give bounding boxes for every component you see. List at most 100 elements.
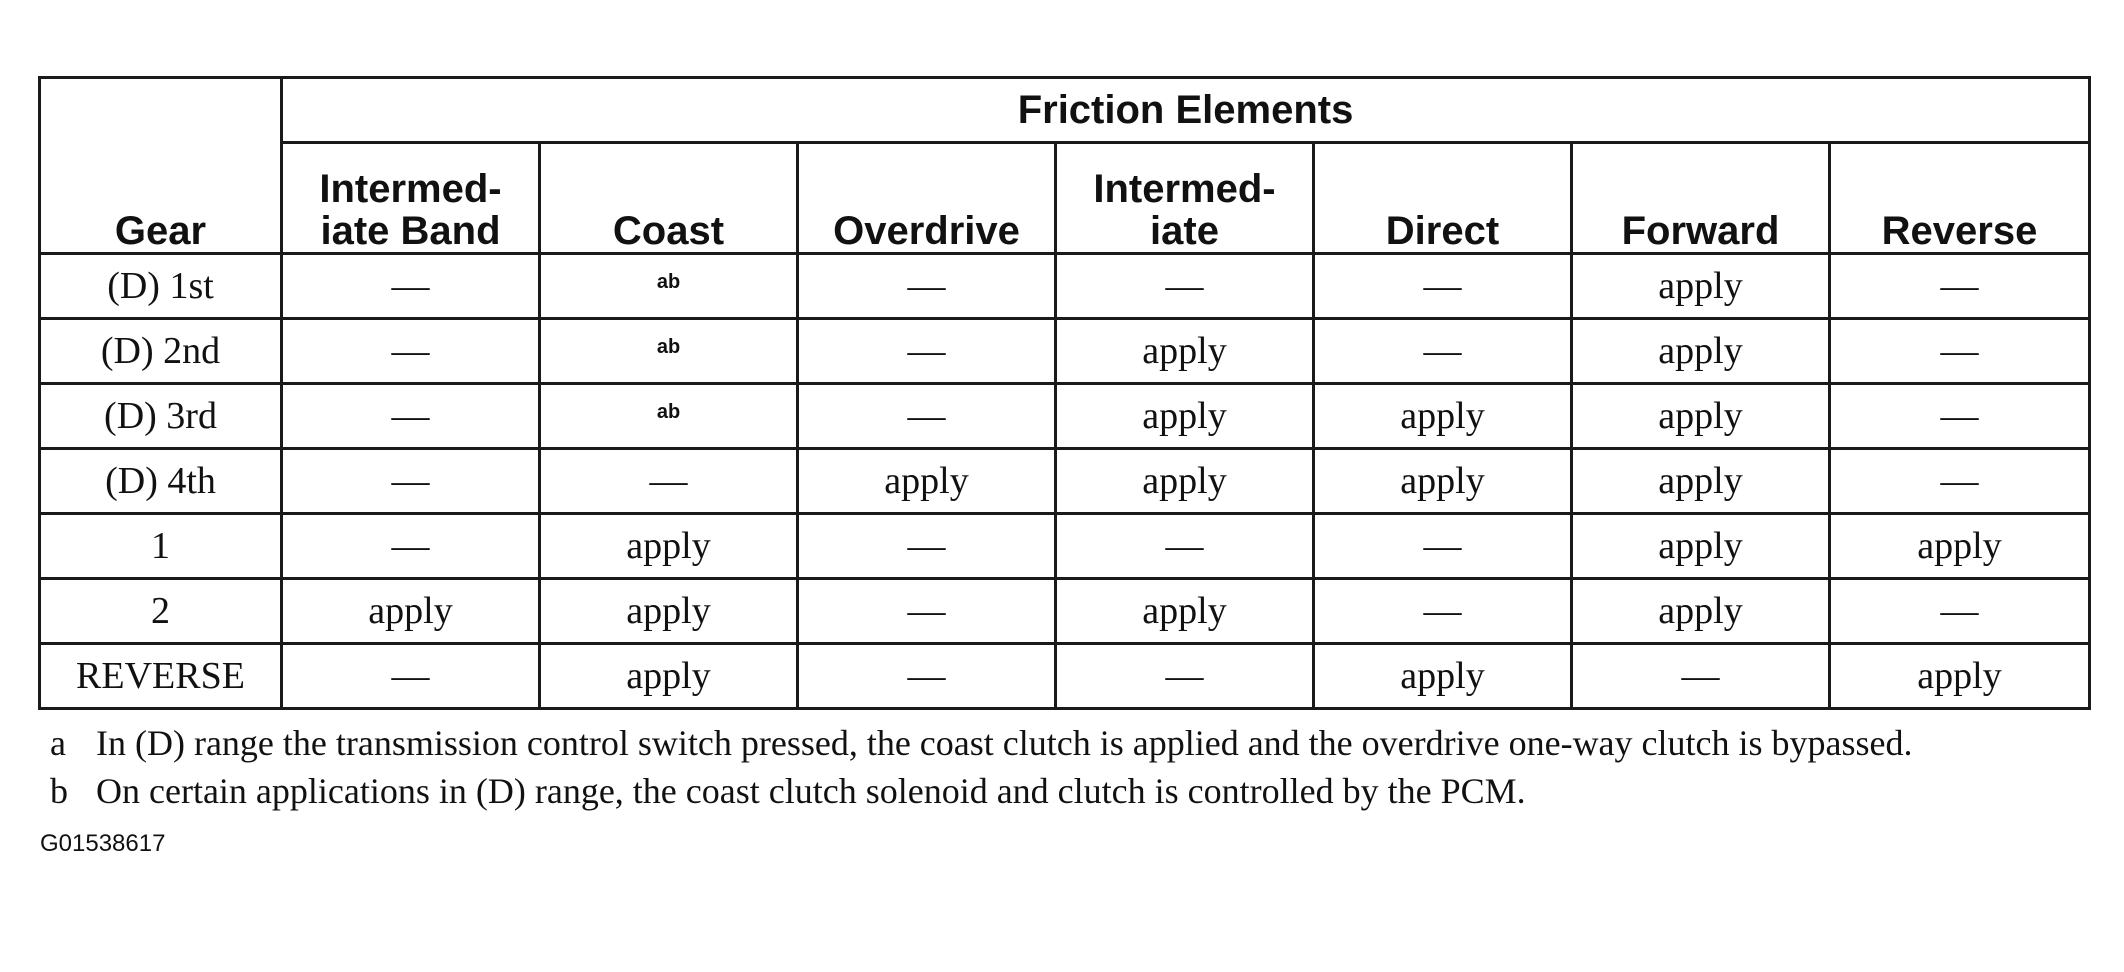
not-applied-cell: — [1828, 577, 2091, 645]
dash-mark: — [1940, 395, 1979, 437]
dash-mark: — [391, 525, 430, 567]
table-row: (D) 4th — — apply apply apply apply — [38, 447, 2091, 515]
not-applied-cell: — [1054, 252, 1315, 320]
footnote-ref-cell: ab [538, 317, 799, 385]
friction-elements-document: Gear Friction Elements Intermed-iate Ban… [38, 76, 2091, 858]
apply-cell: apply [1054, 382, 1315, 450]
not-applied-cell: — [280, 317, 541, 385]
not-applied-cell: — [280, 512, 541, 580]
dash-mark: — [907, 655, 946, 697]
column-header-line2: Reverse [1881, 209, 2038, 253]
column-header-line2: iate Band [320, 209, 501, 253]
gear-cell: REVERSE [38, 642, 283, 710]
not-applied-cell: — [1054, 642, 1315, 710]
not-applied-cell: — [1312, 577, 1573, 645]
apply-cell: apply [1054, 317, 1315, 385]
column-header-line2: iate [1150, 209, 1219, 253]
apply-cell: apply [1570, 252, 1831, 320]
apply-label: apply [1142, 395, 1227, 437]
column-header: Reverse [1828, 141, 2091, 255]
apply-cell: apply [1570, 512, 1831, 580]
apply-label: apply [1400, 395, 1485, 437]
apply-cell: apply [280, 577, 541, 645]
gear-cell: 1 [38, 512, 283, 580]
apply-cell: apply [1312, 642, 1573, 710]
not-applied-cell: — [796, 252, 1057, 320]
not-applied-cell: — [1312, 512, 1573, 580]
column-header: Direct [1312, 141, 1573, 255]
footnote-ref-cell: ab [538, 382, 799, 450]
not-applied-cell: — [1828, 317, 2091, 385]
not-applied-cell: — [1570, 642, 1831, 710]
column-header: Intermed-iate [1054, 141, 1315, 255]
column-header: Forward [1570, 141, 1831, 255]
dash-mark: — [907, 330, 946, 372]
not-applied-cell: — [1054, 512, 1315, 580]
apply-label: apply [1658, 525, 1743, 567]
column-header-line2: Forward [1621, 209, 1780, 253]
gear-cell: (D) 1st [38, 252, 283, 320]
footnotes: a In (D) range the transmission control s… [38, 722, 2088, 812]
dash-mark: — [1423, 525, 1462, 567]
not-applied-cell: — [1828, 252, 2091, 320]
gear-cell: (D) 2nd [38, 317, 283, 385]
table-row: REVERSE—apply——apply—apply [38, 642, 2091, 710]
apply-label: apply [1917, 525, 2002, 567]
footnote-key: b [50, 771, 68, 811]
apply-label: apply [368, 590, 453, 632]
gear-cell: 2 [38, 577, 283, 645]
gear-cell: (D) 4th [38, 447, 283, 515]
column-header-line1: Intermed- [1093, 167, 1276, 211]
dash-mark: — [1940, 590, 1979, 632]
dash-mark: — [1681, 655, 1720, 697]
dash-mark: — [1165, 655, 1204, 697]
footnote-reference: ab [656, 271, 681, 293]
dash-mark: — [907, 265, 946, 307]
apply-cell: apply [1828, 512, 2091, 580]
apply-label: apply [1400, 460, 1485, 502]
dash-mark: — [391, 655, 430, 697]
not-applied-cell: — [1828, 382, 2091, 450]
apply-cell: apply [1054, 447, 1315, 515]
apply-label: apply [1658, 395, 1743, 437]
apply-label: apply [1142, 460, 1227, 502]
dash-mark: — [1423, 265, 1462, 307]
footnote-key: a [50, 723, 66, 763]
apply-cell: apply [538, 577, 799, 645]
apply-cell: apply [1570, 447, 1831, 515]
apply-cell: apply [1312, 382, 1573, 450]
dash-mark: — [391, 330, 430, 372]
apply-cell: apply [1828, 642, 2091, 710]
not-applied-cell: — [796, 577, 1057, 645]
table-body: (D) 1st—ab———apply—(D) 2nd—ab—apply—appl… [38, 252, 2091, 710]
apply-label: apply [1142, 590, 1227, 632]
dash-mark: — [1423, 590, 1462, 632]
table-row: (D) 2nd—ab—apply—apply— [38, 317, 2091, 385]
not-applied-cell: — [280, 382, 541, 450]
footnote-item: a In (D) range the transmission control s… [38, 722, 2088, 764]
dash-mark: — [1940, 460, 1979, 502]
apply-cell: apply [1570, 317, 1831, 385]
footnote-text: In (D) range the transmission control sw… [96, 723, 1913, 763]
dash-mark: — [1940, 265, 1979, 307]
dash-mark: — [1165, 525, 1204, 567]
apply-cell: apply [796, 447, 1057, 515]
dash-mark: — [649, 460, 688, 502]
dash-mark: — [391, 460, 430, 502]
apply-cell: apply [1312, 447, 1573, 515]
apply-cell: apply [1570, 382, 1831, 450]
friction-elements-table: Gear Friction Elements Intermed-iate Ban… [38, 76, 2091, 710]
apply-cell: apply [1054, 577, 1315, 645]
gear-column-header: Gear [38, 76, 283, 255]
column-header-line1: Intermed- [319, 167, 502, 211]
not-applied-cell: — [280, 252, 541, 320]
figure-id: G01538617 [40, 830, 166, 857]
apply-label: apply [1917, 655, 2002, 697]
column-header-line2: Coast [612, 209, 725, 253]
not-applied-cell: — [796, 512, 1057, 580]
